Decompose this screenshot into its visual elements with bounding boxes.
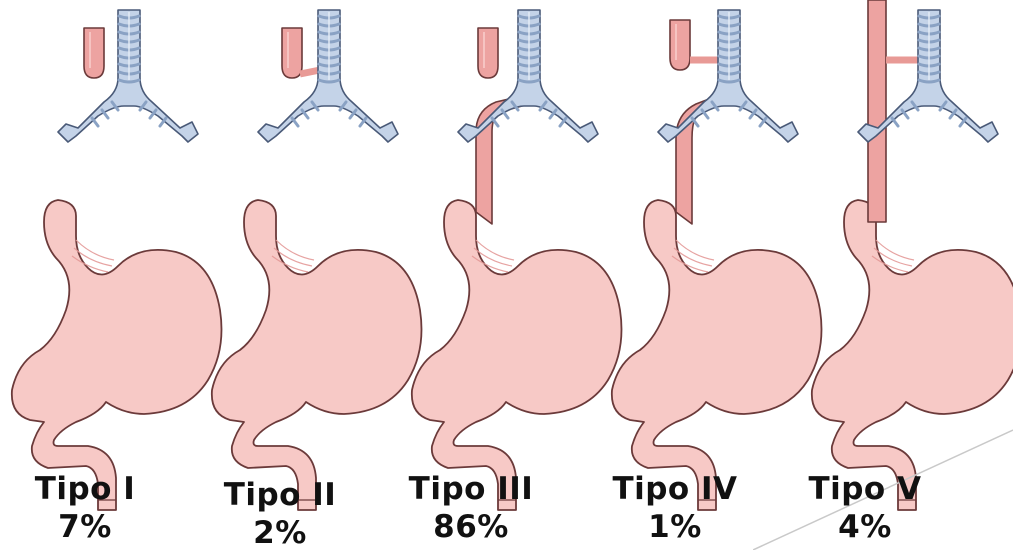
type-label: Tipo I <box>10 470 160 508</box>
upper-esophageal-pouch <box>670 20 690 70</box>
percent-label: 2% <box>205 514 355 552</box>
panel-tipo-ii <box>212 10 422 510</box>
panel-tipo-i <box>12 10 222 510</box>
percent-label: 4% <box>790 508 940 546</box>
continuous-esophagus <box>868 0 886 222</box>
trachea-illustration <box>258 10 398 142</box>
panel-label-tipo-ii: Tipo II 2% <box>205 476 355 552</box>
percent-label: 7% <box>10 508 160 546</box>
stomach-illustration <box>212 200 422 510</box>
type-label: Tipo IV <box>600 470 750 508</box>
upper-esophageal-pouch <box>478 28 498 78</box>
panel-label-tipo-iii: Tipo III 86% <box>396 470 546 546</box>
trachea-illustration <box>58 10 198 142</box>
panel-label-tipo-i: Tipo I 7% <box>10 470 160 546</box>
percent-label: 1% <box>600 508 750 546</box>
upper-esophageal-pouch <box>84 28 104 78</box>
panel-label-tipo-v: Tipo V 4% <box>790 470 940 546</box>
stomach-illustration <box>12 200 222 510</box>
panel-tipo-iii <box>412 10 622 510</box>
stomach-illustration <box>412 200 622 510</box>
panel-label-tipo-iv: Tipo IV 1% <box>600 470 750 546</box>
percent-label: 86% <box>396 508 546 546</box>
fistula <box>300 70 320 74</box>
type-label: Tipo II <box>205 476 355 514</box>
type-label: Tipo V <box>790 470 940 508</box>
upper-esophageal-pouch <box>282 28 302 78</box>
type-label: Tipo III <box>396 470 546 508</box>
